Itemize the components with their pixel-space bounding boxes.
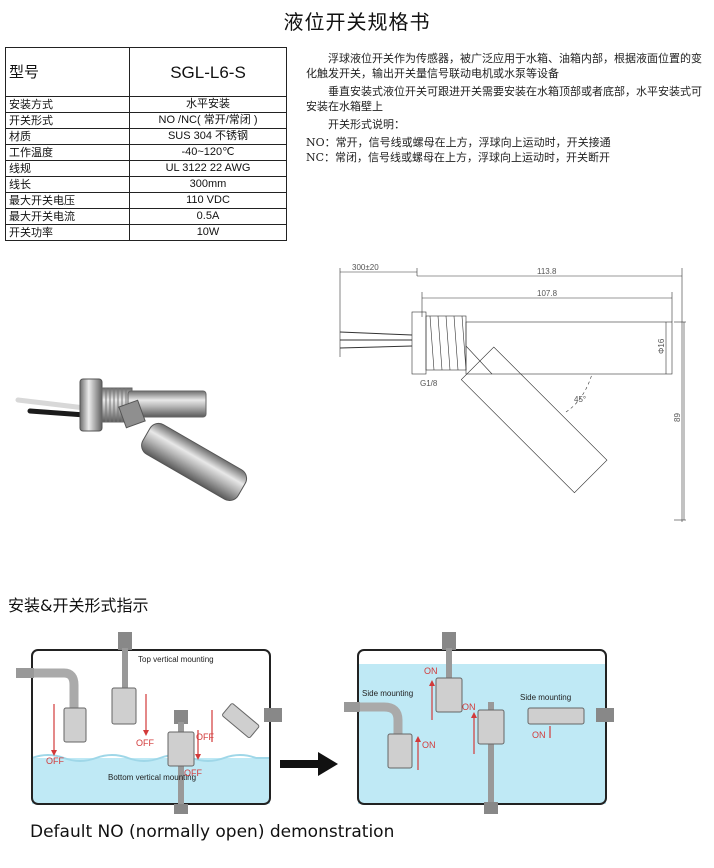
off-label: OFF <box>136 738 154 748</box>
white-wire <box>15 397 88 411</box>
install-section-heading: 安装&开关形式指示 <box>8 596 149 615</box>
spec-row-model: 型号 SGL-L6-S <box>5 47 287 97</box>
switch-forms-title: 开关形式说明： <box>328 118 405 131</box>
tank-on-diagram: Side mounting ON ON ON Side mounting ON <box>344 632 614 814</box>
description-para-2: 垂直安装式液位开关可跟进开关需要安装在水箱顶部或者底部，水平安装式可安装在水箱壁… <box>306 85 702 113</box>
spec-value: NO /NC( 常开/常闭 ) <box>129 112 287 129</box>
nc-description: NC：常闭，信号线或螺母在上方，浮球向上运动时，开关断开 <box>306 151 611 164</box>
spec-row: 工作温度-40~120℃ <box>5 144 287 161</box>
bottom-vertical-label: Bottom vertical mounting <box>108 773 196 782</box>
spec-key: 安装方式 <box>5 96 130 113</box>
product-photo <box>15 378 248 502</box>
tank-wall <box>31 649 271 805</box>
spec-key: 材质 <box>5 128 130 145</box>
description-block: 浮球液位开关作为传感器，被广泛应用于水箱、油箱内部，根据液面位置的变化触发开关，… <box>306 51 710 165</box>
page-title: 液位开关规格书 <box>283 10 431 34</box>
spec-key: 开关功率 <box>5 224 130 241</box>
tank-water <box>32 758 270 804</box>
dim-thread: G1/8 <box>420 379 438 388</box>
spec-value: 10W <box>129 224 287 241</box>
spec-value: SUS 304 不锈钢 <box>129 128 287 145</box>
dim-cable-length: 300±20 <box>352 263 379 272</box>
spec-key: 最大开关电流 <box>5 208 130 225</box>
off-label: OFF <box>196 732 214 742</box>
spec-key: 线规 <box>5 160 130 177</box>
dim-inner-length: 107.8 <box>537 289 558 298</box>
on-label: ON <box>532 730 546 740</box>
dim-diameter: Φ16 <box>657 338 666 354</box>
off-label: OFF <box>46 756 64 766</box>
technical-drawing: 300±20 113.8 107.8 Φ16 G1/8 45° 89 <box>339 263 686 522</box>
off-label: OFF <box>184 768 202 778</box>
top-vertical-label: Top vertical mounting <box>138 655 214 664</box>
black-wire <box>27 408 88 418</box>
spec-key: 最大开关电压 <box>5 192 130 209</box>
dim-angle: 45° <box>574 395 586 404</box>
spec-value: SGL-L6-S <box>129 47 287 97</box>
tank-wall <box>357 649 607 805</box>
spec-value: 水平安装 <box>129 96 287 113</box>
hinge-block <box>118 399 146 429</box>
spec-value: -40~120℃ <box>129 144 287 161</box>
dim-total-length: 113.8 <box>537 267 557 276</box>
spec-key: 工作温度 <box>5 144 130 161</box>
on-label: ON <box>462 702 476 712</box>
hex-nut <box>79 378 103 432</box>
demo-caption: Default NO (normally open) demonstration <box>30 822 395 842</box>
spec-row: 安装方式水平安装 <box>5 96 287 113</box>
spec-value: 300mm <box>129 176 287 193</box>
spec-value: 110 VDC <box>129 192 287 209</box>
float-cylinder <box>141 422 248 502</box>
tank-off-diagram: OFF Top vertical mounting OFF Bottom ver… <box>16 632 282 814</box>
on-label: ON <box>422 740 436 750</box>
no-description: NO：常开，信号线或螺母在上方，浮球向上运动时，开关接通 <box>306 136 611 149</box>
spec-key: 开关形式 <box>5 112 130 129</box>
description-para-1: 浮球液位开关作为传感器，被广泛应用于水箱、油箱内部，根据液面位置的变化触发开关，… <box>306 52 702 80</box>
spec-key: 线长 <box>5 176 130 193</box>
side-mounting-label: Side mounting <box>520 693 571 702</box>
spec-value: 0.5A <box>129 208 287 225</box>
side-mounting-label: Side mounting <box>362 689 413 698</box>
dim-height: 89 <box>673 413 682 422</box>
on-label: ON <box>424 666 438 676</box>
spec-value: UL 3122 22 AWG <box>129 160 287 177</box>
spec-key: 型号 <box>5 47 130 97</box>
transition-arrow <box>280 752 338 776</box>
